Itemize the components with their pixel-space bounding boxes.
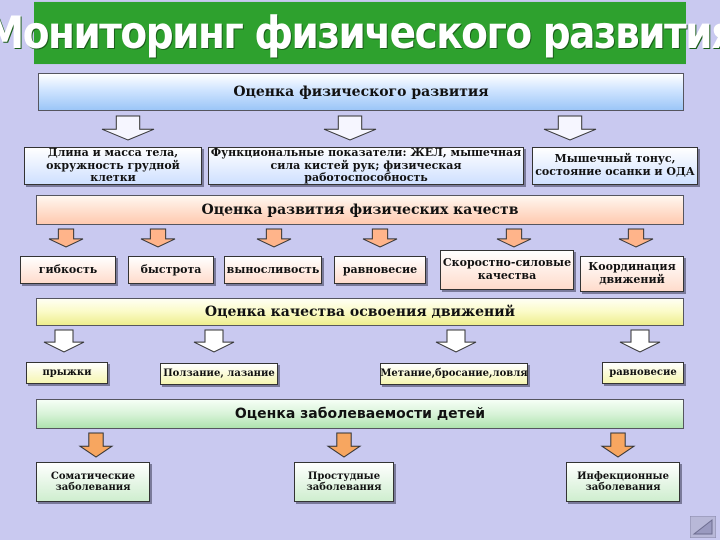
section2-item-coordination: Координация движений [580, 256, 684, 292]
section2-item-speed: быстрота [128, 256, 214, 284]
section2-item-endurance: выносливость [224, 256, 322, 284]
section1-item-body-size: Длина и масса тела, окружность грудной к… [24, 146, 202, 185]
section3-item-jumps: прыжки [26, 362, 108, 384]
page-title: Мониторинг физического развития [0, 1, 720, 65]
down-arrow-icon [78, 432, 114, 458]
down-arrow-icon [600, 432, 636, 458]
down-arrow-icon [619, 329, 661, 353]
section4-item-somatic: Соматические заболевания [36, 462, 150, 502]
down-arrow-icon [101, 115, 155, 141]
down-arrow-icon [323, 115, 377, 141]
section4-item-cold: Простудные заболевания [294, 462, 394, 502]
section3-item-throwing: Метание,бросание,ловля [380, 363, 528, 385]
down-arrow-icon [256, 228, 292, 248]
section1-item-muscle-tone: Мышечный тонус, состояние осанки и ОДА [532, 147, 698, 185]
down-arrow-icon [435, 329, 477, 353]
down-arrow-icon [543, 115, 597, 141]
down-arrow-icon [43, 329, 85, 353]
section4-item-infectious: Инфекционные заболевания [566, 462, 680, 502]
down-arrow-icon [193, 329, 235, 353]
down-arrow-icon [618, 228, 654, 248]
section4-header: Оценка заболеваемости детей [36, 399, 684, 429]
down-arrow-icon [140, 228, 176, 248]
down-arrow-icon [362, 228, 398, 248]
section3-item-crawling: Ползание, лазание [160, 363, 278, 385]
section2-item-speed-strength: Скоростно-силовые качества [440, 250, 574, 290]
page-corner-icon[interactable] [690, 516, 716, 538]
section2-header: Оценка развития физических качеств [36, 195, 684, 225]
section2-item-flexibility: гибкость [20, 256, 116, 284]
section3-header: Оценка качества освоения движений [36, 298, 684, 326]
down-arrow-icon [496, 228, 532, 248]
section2-item-balance: равновесие [334, 256, 426, 284]
down-arrow-icon [48, 228, 84, 248]
section3-item-balance: равновесие [602, 362, 684, 384]
down-arrow-icon [326, 432, 362, 458]
section1-header: Оценка физического развития [38, 73, 684, 111]
section1-item-functional: Функциональные показатели: ЖЕЛ, мышечная… [208, 146, 524, 185]
